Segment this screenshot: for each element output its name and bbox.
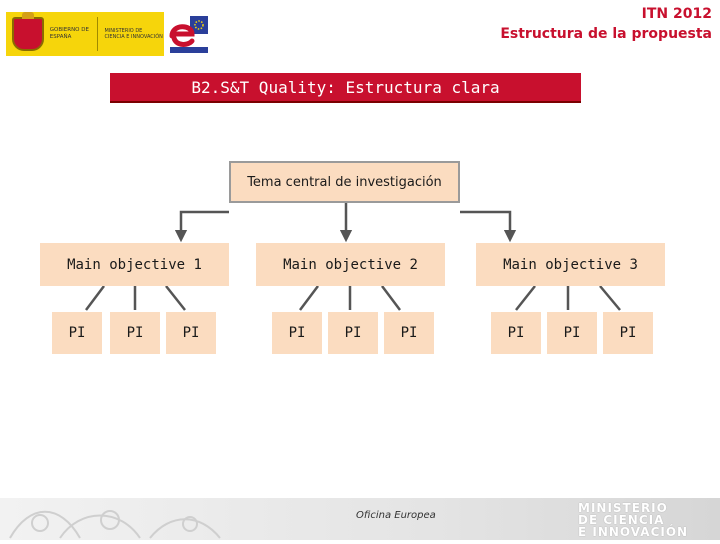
pi-box-3-2: PI bbox=[547, 312, 597, 354]
pi-box-2-2: PI bbox=[328, 312, 378, 354]
ministerio-text: MINISTERIO DE CIENCIA E INNOVACIÓN bbox=[104, 27, 163, 41]
pi-box-2-3: PI bbox=[384, 312, 434, 354]
objective-1-box: Main objective 1 bbox=[40, 243, 229, 286]
header-title-line1: ITN 2012 bbox=[641, 6, 712, 22]
connector-central-obj3 bbox=[460, 210, 517, 243]
central-topic-box: Tema central de investigación bbox=[229, 161, 460, 203]
objective-3-box: Main objective 3 bbox=[476, 243, 665, 286]
connector-central-obj1 bbox=[174, 210, 229, 243]
footer-wordmark-line2: DE CIENCIA bbox=[578, 513, 665, 527]
pi-box-2-1: PI bbox=[272, 312, 322, 354]
objective-2-box: Main objective 2 bbox=[256, 243, 445, 286]
pi-box-1-1: PI bbox=[52, 312, 102, 354]
gobierno-text: GOBIERNO DE ESPAÑA bbox=[49, 27, 89, 40]
pi-box-1-2: PI bbox=[110, 312, 160, 354]
header-title-line2: Estructura de la propuesta bbox=[500, 26, 712, 42]
ministerio-logo: GOBIERNO DE ESPAÑA MINISTERIO DE CIENCIA… bbox=[6, 12, 164, 56]
section-banner: B2.S&T Quality: Estructura clara bbox=[110, 73, 581, 103]
pi-box-3-1: PI bbox=[491, 312, 541, 354]
oficina-europea-logo-icon bbox=[169, 16, 208, 53]
header-title: ITN 2012 Estructura de la propuesta bbox=[500, 4, 712, 44]
footer-wordmark-line3: E INNOVACIÓN bbox=[578, 525, 689, 539]
footer-office-label: Oficina Europea bbox=[356, 510, 436, 521]
footer-crest-pattern-icon bbox=[9, 510, 221, 539]
pi-box-3-3: PI bbox=[603, 312, 653, 354]
footer-band bbox=[0, 498, 720, 540]
footer-wordmark-line1: MINISTERIO bbox=[578, 501, 668, 515]
coat-of-arms-icon bbox=[12, 12, 44, 51]
footer-ministry-wordmark: MINISTERIO DE CIENCIA E INNOVACIÓN bbox=[578, 502, 688, 538]
pi-box-1-3: PI bbox=[166, 312, 216, 354]
logo-divider bbox=[97, 17, 99, 51]
